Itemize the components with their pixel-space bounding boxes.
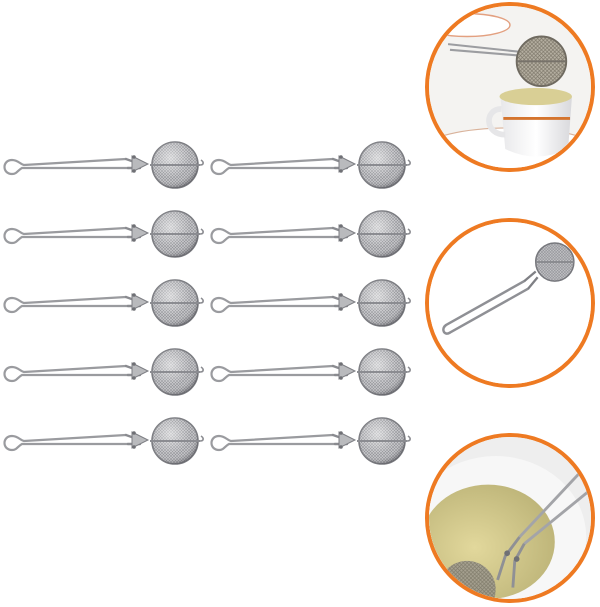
tea-infuser-icon: [207, 138, 412, 196]
tea-infuser-icon: [0, 414, 205, 472]
infuser-grid: [0, 138, 412, 465]
tea-infuser-icon: [0, 345, 205, 403]
tea-infuser-icon: [207, 276, 412, 334]
tea-infuser-icon: [0, 207, 205, 265]
infuser-over-cup-icon: [429, 6, 591, 168]
tea-infuser-icon: [207, 345, 412, 403]
detail-circle-closeup: [425, 218, 595, 388]
detail-circle-tea: [425, 433, 595, 603]
infuser-closeup-icon: [429, 222, 591, 384]
tea-infuser-icon: [0, 276, 205, 334]
tea-infuser-icon: [0, 138, 205, 196]
infuser-in-tea-icon: [429, 437, 591, 599]
tea-infuser-icon: [207, 207, 412, 265]
tea-infuser-icon: [207, 414, 412, 472]
detail-circle-cup: [425, 2, 595, 172]
